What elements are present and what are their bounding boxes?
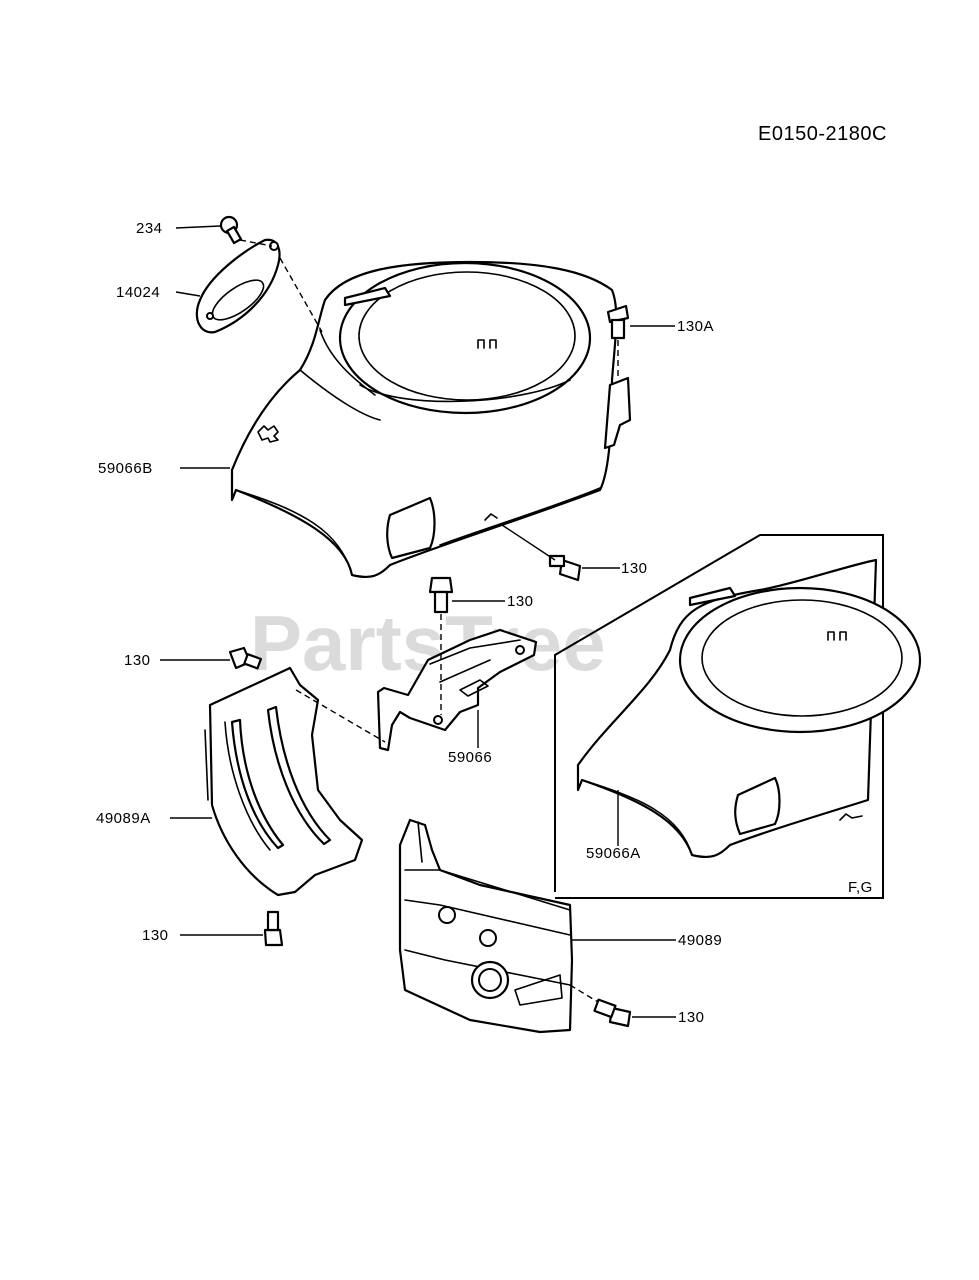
callout-59066b[interactable]: 59066B — [98, 460, 153, 477]
bolt-130a[interactable] — [606, 304, 630, 340]
bolt-130-bracket[interactable] — [428, 576, 454, 614]
callout-130-housing[interactable]: 130 — [621, 560, 648, 577]
callout-59066[interactable]: 59066 — [448, 749, 492, 766]
callout-14024[interactable]: 14024 — [116, 284, 160, 301]
callout-234[interactable]: 234 — [136, 220, 163, 237]
callout-130-bracket[interactable]: 130 — [507, 593, 534, 610]
callout-49089[interactable]: 49089 — [678, 932, 722, 949]
bolt-130-bottom-left[interactable] — [263, 910, 284, 947]
bolt-130-left[interactable] — [228, 646, 262, 670]
blower-housing-59066a[interactable] — [576, 558, 922, 859]
air-guide-plate-14024[interactable] — [195, 238, 281, 334]
cover-49089[interactable] — [398, 818, 574, 1034]
diagram-code: E0150-2180C — [758, 123, 887, 145]
callout-130a-top[interactable]: 130A — [677, 318, 714, 335]
inset-variant-box: F,G — [554, 534, 884, 899]
bolt-130-housing[interactable] — [548, 554, 582, 582]
inset-variant-label: F,G — [848, 879, 873, 896]
blower-housing-59066b[interactable] — [230, 260, 632, 579]
bolt-130-right[interactable] — [593, 998, 632, 1028]
callout-130-left[interactable]: 130 — [124, 652, 151, 669]
callout-130-bottom-left[interactable]: 130 — [142, 927, 169, 944]
screw-234[interactable] — [219, 215, 243, 245]
callout-130-right[interactable]: 130 — [678, 1009, 705, 1026]
bracket-59066[interactable] — [376, 628, 538, 752]
callout-49089a[interactable]: 49089A — [96, 810, 151, 827]
cover-49089a[interactable] — [204, 666, 364, 897]
callout-59066a[interactable]: 59066A — [586, 845, 641, 862]
